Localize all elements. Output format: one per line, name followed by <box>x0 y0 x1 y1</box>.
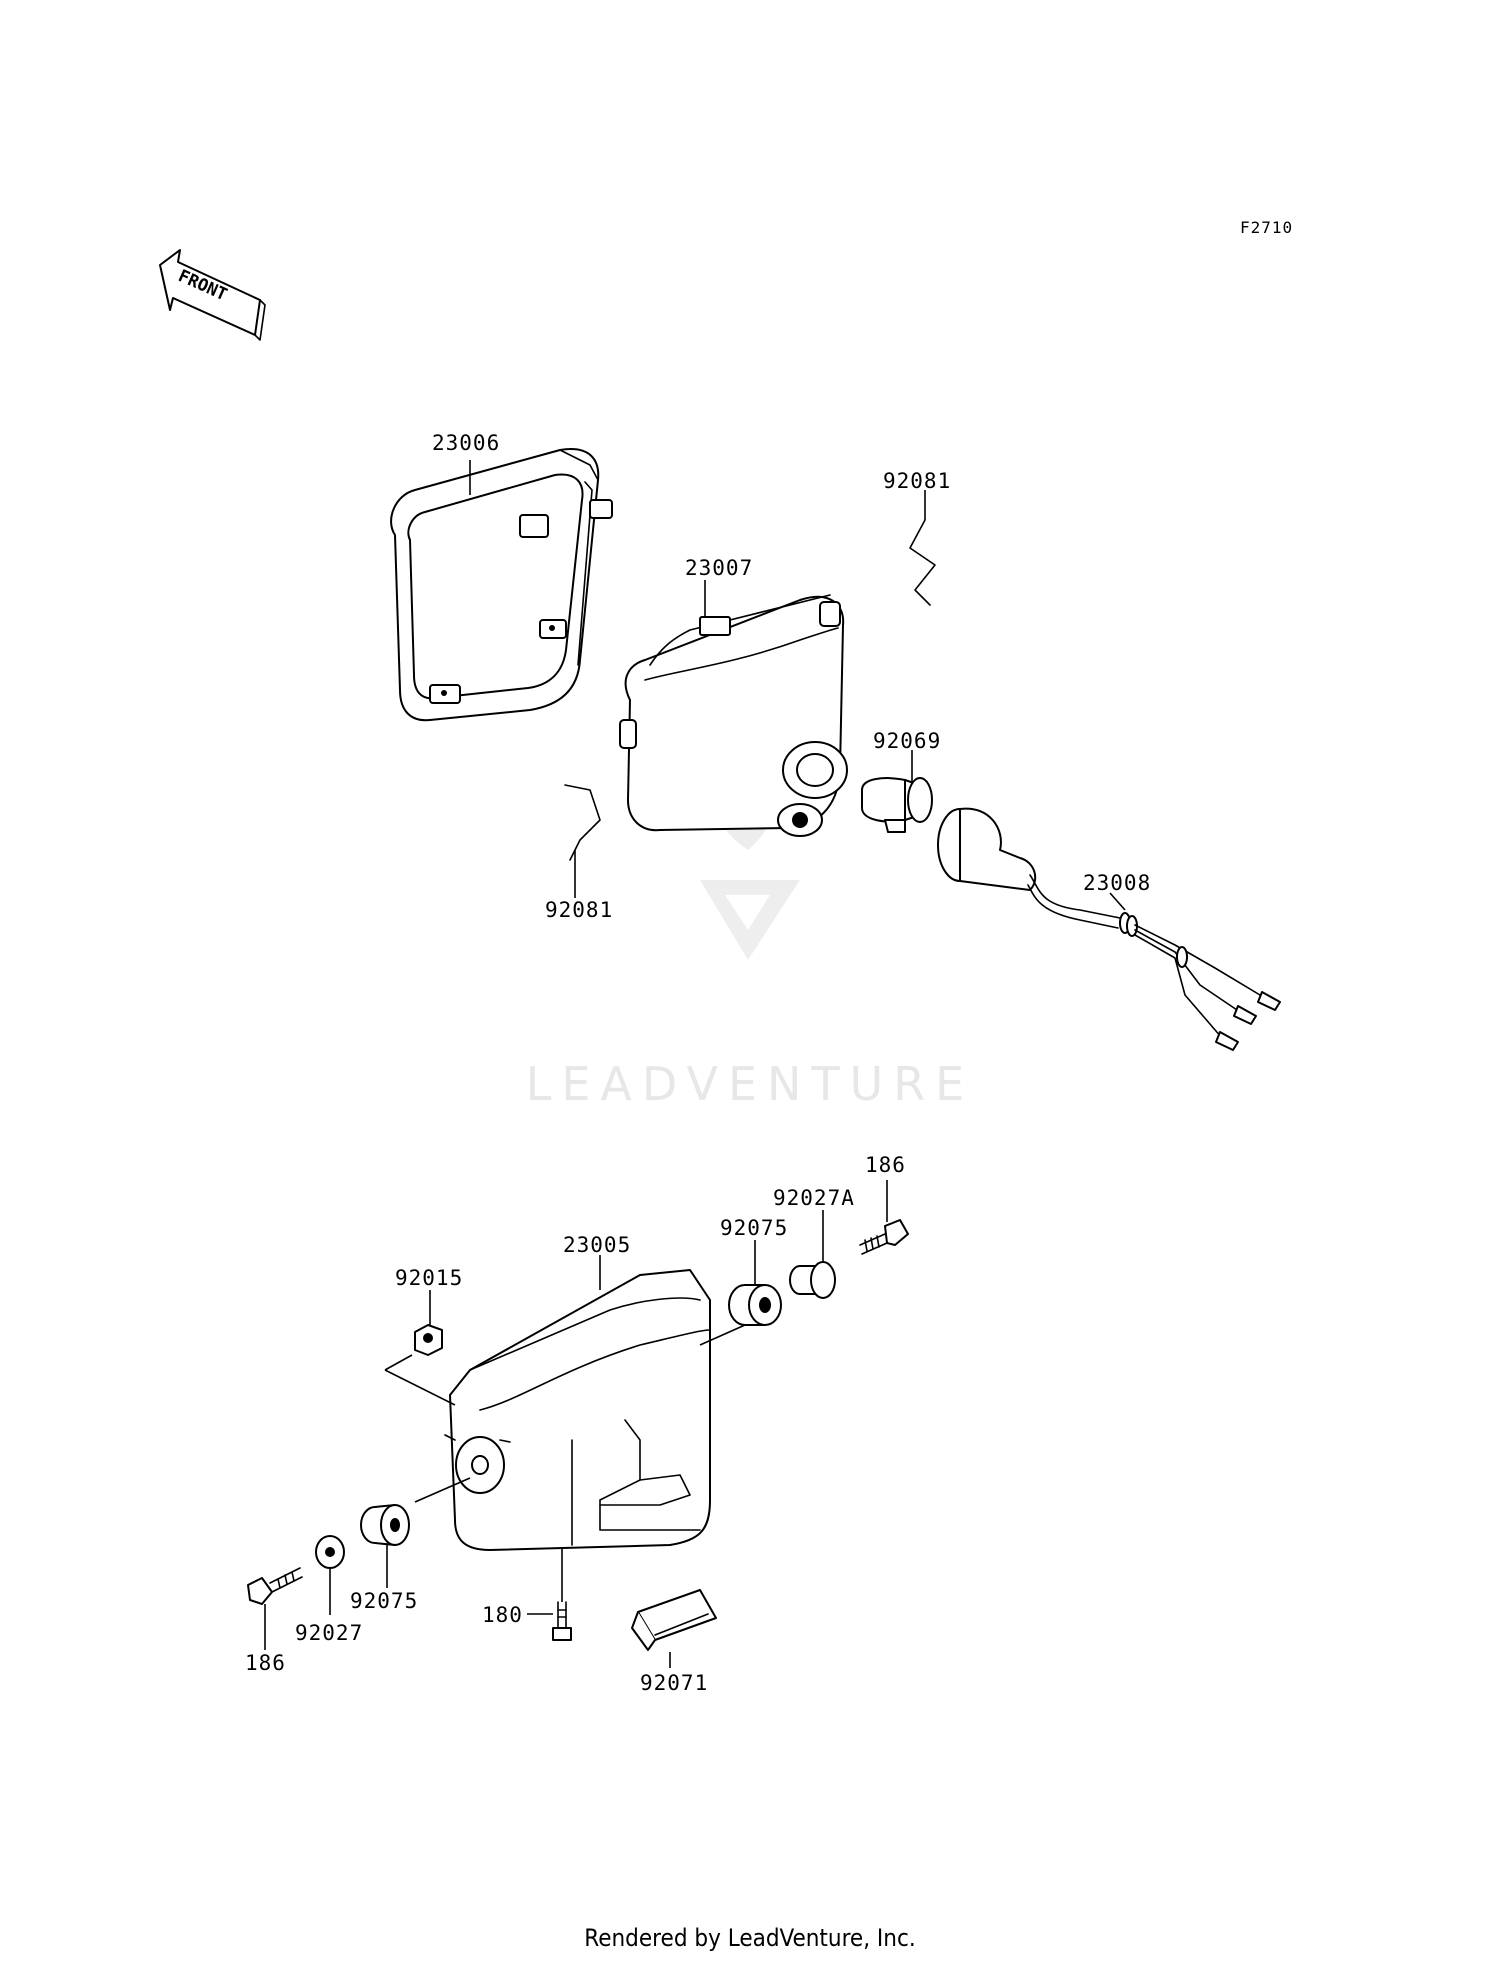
footer-credit: Rendered by LeadVenture, Inc. <box>584 1924 916 1952</box>
part-23006-headlight-rim <box>390 448 613 722</box>
front-arrow-icon: FRONT <box>159 249 266 341</box>
label-92027a: 92027A <box>773 1186 855 1210</box>
part-186-bolt-lower <box>247 1567 303 1605</box>
part-92071-bracket <box>631 1589 717 1651</box>
label-92075-upper: 92075 <box>720 1216 788 1240</box>
part-labels: 23006 92081 23007 92069 92081 23008 186 … <box>245 431 1151 1695</box>
part-92075-grommet-upper <box>728 1284 782 1326</box>
label-180: 180 <box>482 1603 523 1627</box>
part-186-bolt-upper <box>859 1219 909 1255</box>
part-92075-grommet-lower <box>360 1504 410 1546</box>
leader-lines <box>264 460 1126 1668</box>
label-92015: 92015 <box>395 1266 463 1290</box>
label-23005: 23005 <box>563 1233 631 1257</box>
label-23006: 23006 <box>432 431 500 455</box>
label-92069: 92069 <box>873 729 941 753</box>
part-23005-housing <box>444 1269 711 1551</box>
label-92081-upper: 92081 <box>883 469 951 493</box>
part-92015-nut <box>414 1324 443 1356</box>
label-186-upper: 186 <box>865 1153 906 1177</box>
label-23008: 23008 <box>1083 871 1151 895</box>
diagram-code: F2710 <box>1240 218 1293 237</box>
part-92027a-collar <box>789 1261 836 1299</box>
part-180-screw <box>552 1601 572 1641</box>
part-92027-washer <box>315 1535 345 1569</box>
label-186-lower: 186 <box>245 1651 286 1675</box>
label-92027: 92027 <box>295 1621 363 1645</box>
part-92081-clip-lower <box>564 784 601 861</box>
label-92075-lower: 92075 <box>350 1589 418 1613</box>
label-92071: 92071 <box>640 1671 708 1695</box>
part-92081-clip-upper <box>909 519 936 606</box>
watermark-text: LEADVENTURE <box>526 1057 975 1111</box>
part-92069-bulb <box>861 777 933 833</box>
label-23007: 23007 <box>685 556 753 580</box>
part-23008-socket-harness <box>937 807 1281 1051</box>
part-23007-headlight-unit <box>619 594 848 837</box>
label-92081-lower: 92081 <box>545 898 613 922</box>
